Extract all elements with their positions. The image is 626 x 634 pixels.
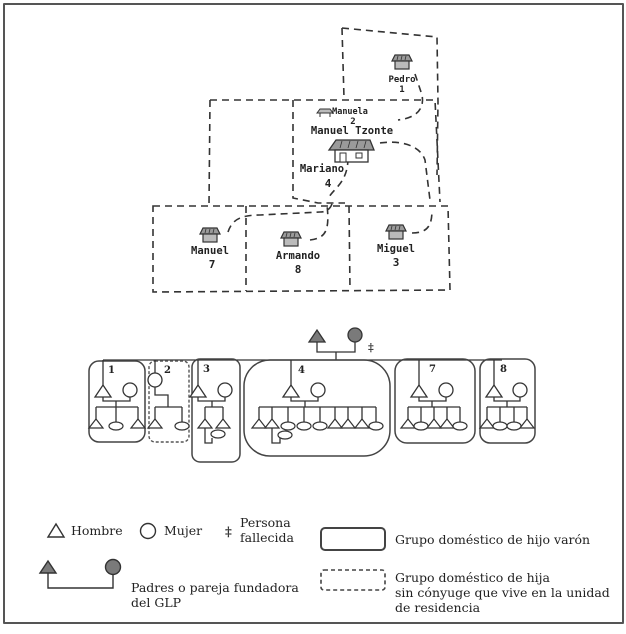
house-label: Pedro (388, 75, 415, 85)
house-icon (391, 54, 413, 70)
house-label: Manuel (191, 245, 229, 257)
path-armando (309, 204, 329, 241)
house-number: 8 (295, 263, 302, 276)
house-label: Manuela (332, 107, 368, 117)
residence-map (152, 27, 451, 293)
group-number: 4 (298, 365, 305, 376)
house-number: 2 (350, 117, 355, 127)
house-manuel-tzonte: Manuel Tzonte (311, 125, 393, 163)
lot-miguel-left (348, 205, 351, 291)
household-group-4: 4 (243, 359, 391, 457)
path-pedro (397, 73, 424, 121)
lot-pedro (341, 27, 439, 176)
founder-mother-icon (104, 558, 122, 576)
house-icon (280, 231, 302, 247)
lot-mariano-curve (327, 157, 349, 201)
house-manuela: Manuela 2 (316, 107, 368, 127)
house-label: Miguel (377, 243, 415, 255)
house-number: 3 (393, 256, 400, 269)
house-number: 7 (209, 258, 216, 271)
lot-central (210, 99, 441, 203)
legend-female-label: Mujer (164, 523, 203, 538)
house-mariano: Mariano 4 (300, 163, 344, 190)
lot-central-left (208, 99, 211, 206)
house-manuel: Manuel 7 (191, 227, 229, 271)
group-number: 7 (429, 364, 436, 375)
legend-daughter-line3: de residencia (395, 600, 481, 615)
group-number: 8 (500, 364, 507, 375)
legend-deceased-line2: fallecida (240, 530, 294, 545)
deceased-mark: ‡ (368, 341, 374, 354)
founder-link-icon (47, 573, 114, 589)
lot-mariano (292, 100, 345, 204)
deceased-icon: ‡ (225, 525, 232, 540)
lot-pedro-left (341, 27, 345, 99)
house-label: Armando (276, 250, 320, 262)
founder-father-icon (38, 559, 58, 574)
legend-founders-line1: Padres o pareja fundadora (131, 580, 299, 595)
house-icon (316, 108, 334, 117)
household-group-7: 7 (394, 358, 476, 444)
house-number: 1 (399, 85, 404, 95)
house-icon (385, 224, 407, 240)
male-icon (46, 522, 66, 538)
path-tzonte-east (379, 141, 431, 201)
legend-daughter-line1: Grupo doméstico de hija (395, 570, 550, 585)
house-label: Manuel Tzonte (311, 125, 393, 137)
house-armando: Armando 8 (276, 231, 320, 276)
female-icon (139, 522, 157, 540)
house-icon (199, 227, 221, 243)
legend-daughter-group-label: Grupo doméstico de hija sin cónyuge que … (395, 570, 610, 615)
son-group-icon (320, 527, 386, 551)
legend-deceased-label: Persona fallecida (240, 515, 294, 545)
kinship-diagram: ‡ 1 2 3 (88, 327, 536, 463)
household-group-3: 3 (189, 358, 241, 463)
father-founder-icon (307, 328, 327, 343)
household-group-1: 1 (88, 360, 146, 443)
path-manuel (227, 199, 334, 233)
house-miguel: Miguel 3 (377, 224, 415, 269)
house-pedro: Pedro 1 (388, 54, 416, 95)
legend-male-label: Hombre (71, 523, 123, 538)
path-miguel (411, 209, 433, 234)
group-number: 3 (203, 364, 210, 375)
house-icon (327, 139, 375, 151)
group-number: 2 (164, 365, 171, 376)
legend-deceased-line1: Persona (240, 515, 291, 530)
mother-founder-icon (347, 327, 363, 343)
house-label: Mariano (300, 163, 344, 175)
house-number: 4 (325, 177, 332, 190)
legend-son-group-label: Grupo doméstico de hijo varón (395, 532, 591, 547)
founding-couple: ‡ (307, 327, 374, 360)
legend: ‡ (38, 522, 386, 591)
figure-frame (3, 3, 624, 624)
legend-daughter-line2: sin cónyuge que vive en la unidad (395, 585, 610, 600)
group-number: 1 (108, 365, 115, 376)
legend-founders-line2: del GLP (131, 595, 182, 610)
household-group-8: 8 (479, 358, 536, 444)
daughter-group-icon (320, 569, 386, 591)
household-group-2: 2 (147, 360, 190, 443)
legend-founders-label: Padres o pareja fundadora del GLP (131, 580, 299, 610)
